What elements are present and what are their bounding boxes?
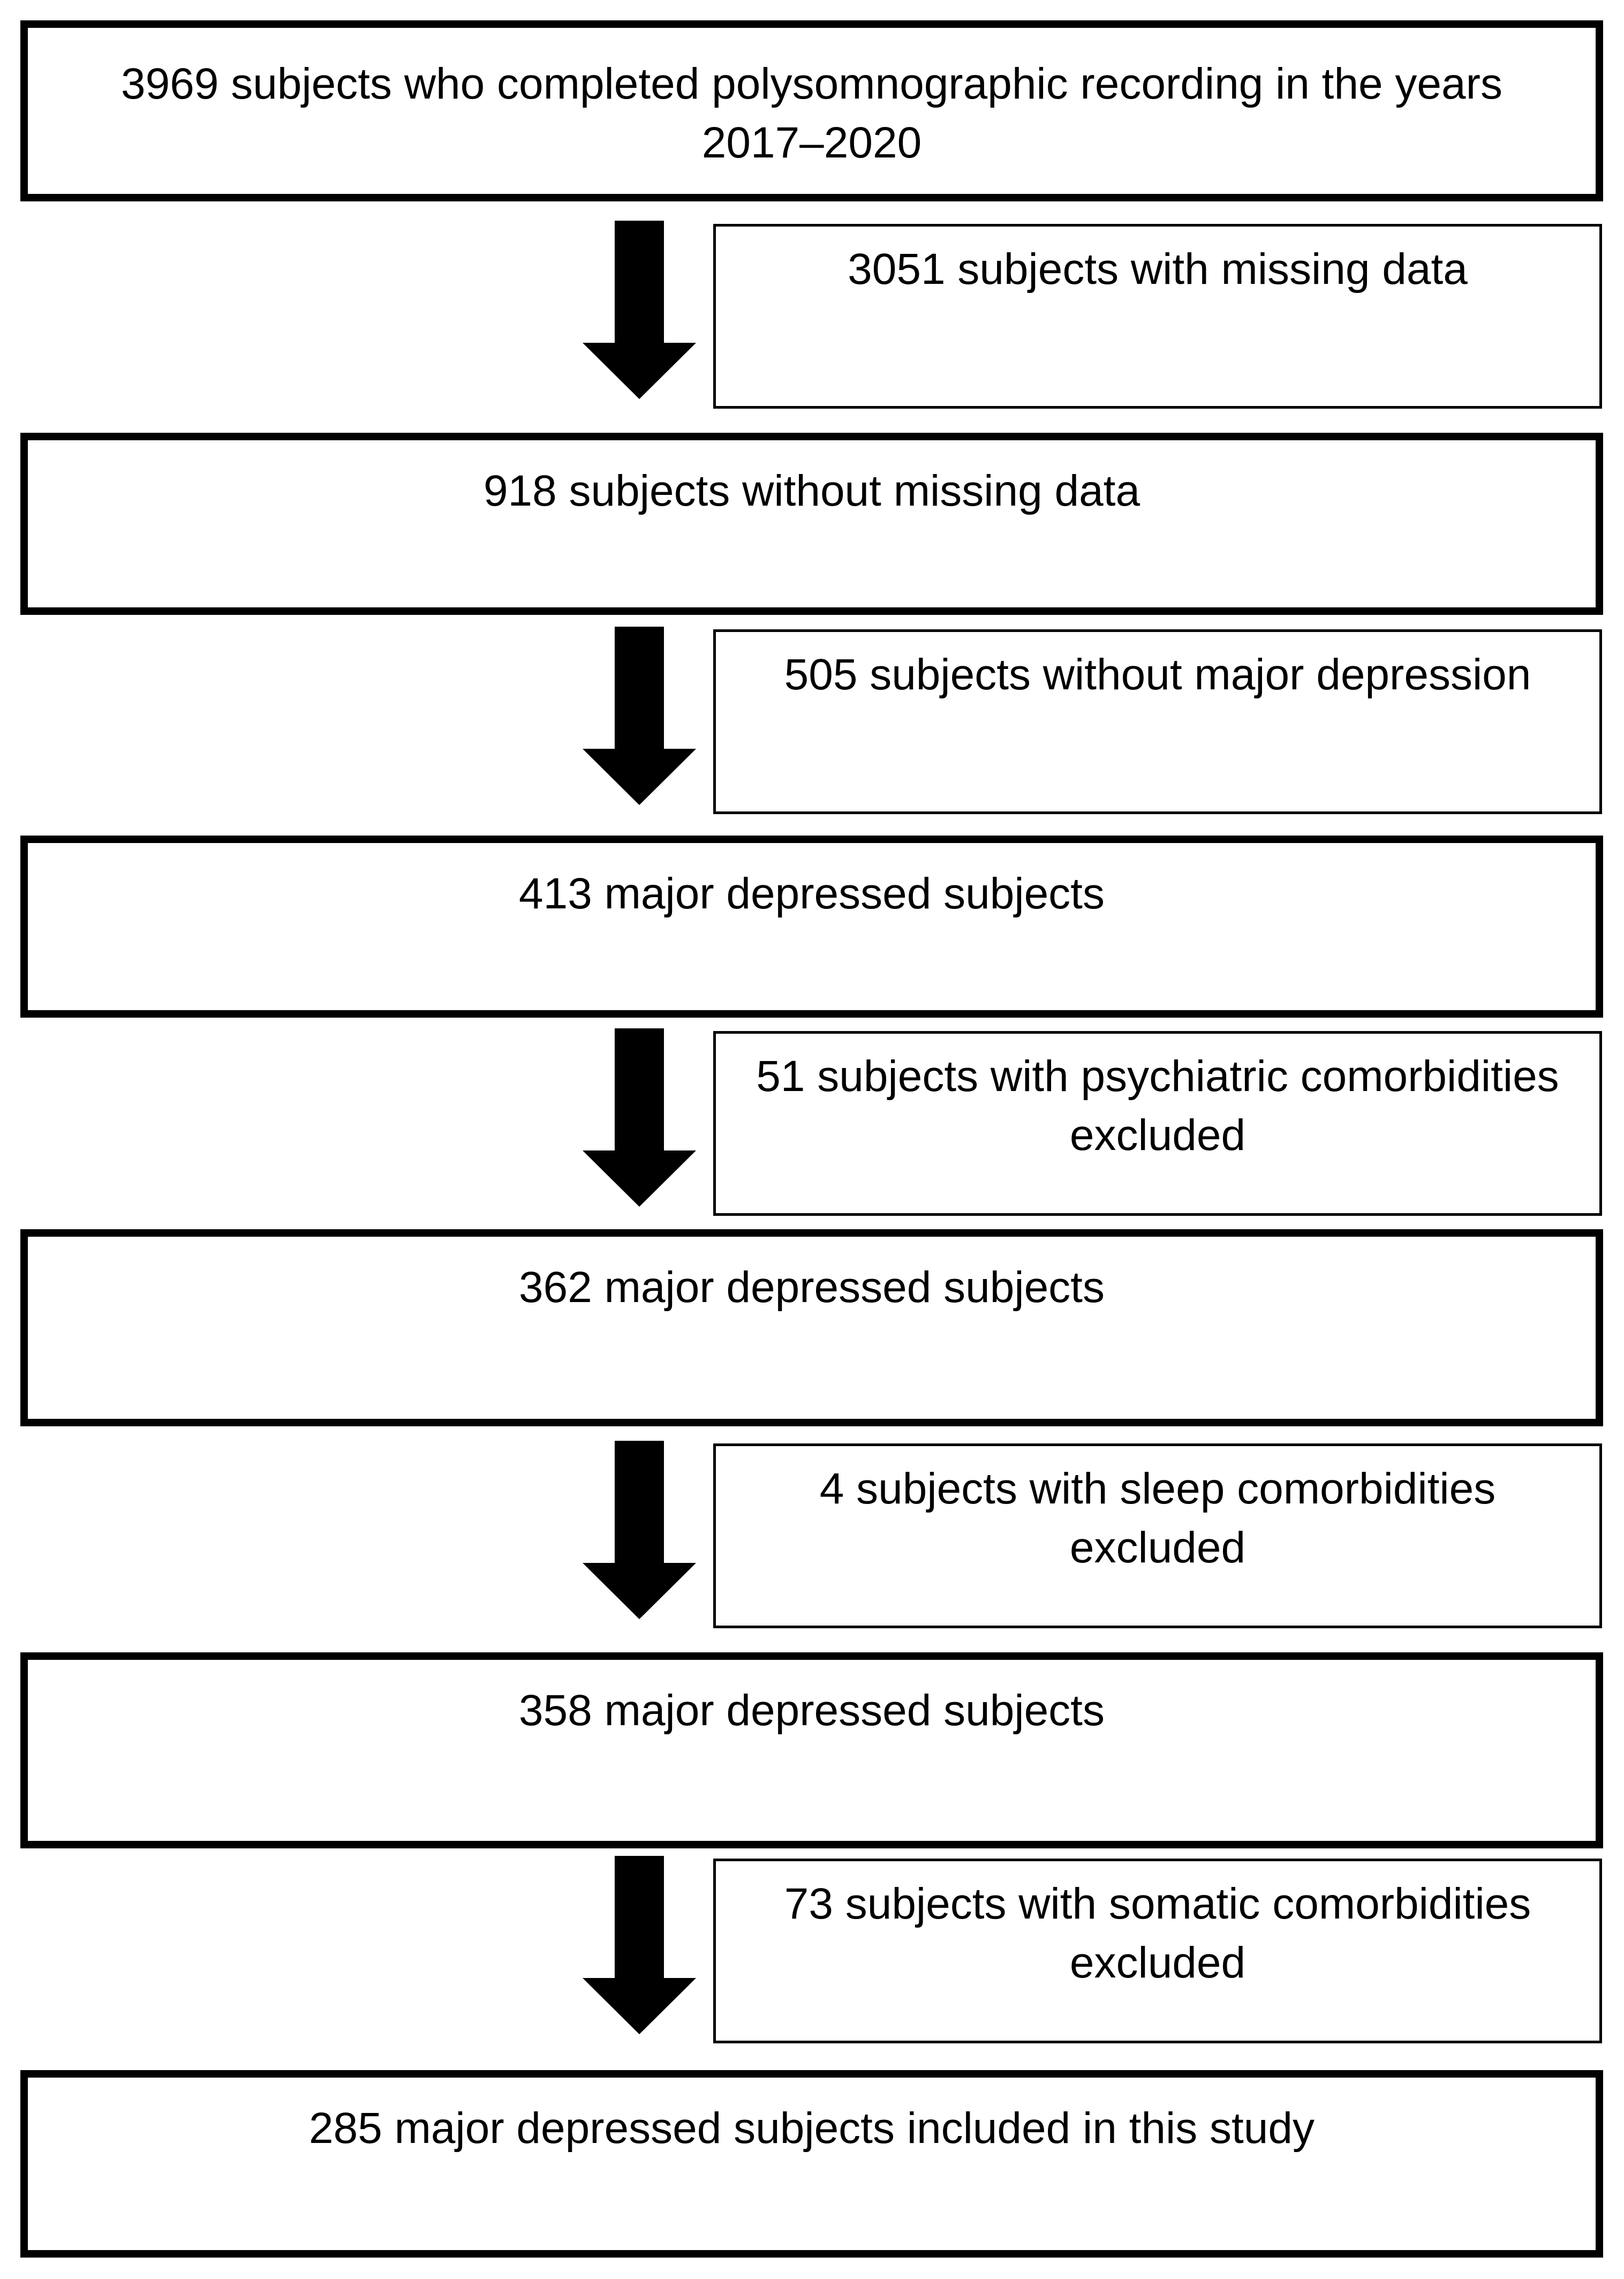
stage-text: 918 subjects without missing data	[483, 467, 1140, 515]
exclusion-text: 73 subjects with somatic comorbidities e…	[784, 1879, 1531, 1987]
stage-text: 362 major depressed subjects	[519, 1263, 1105, 1312]
flow-arrow	[583, 1856, 696, 2034]
stage-box-depressed-362: 362 major depressed subjects	[20, 1229, 1603, 1426]
stage-text: 358 major depressed subjects	[519, 1686, 1105, 1735]
exclusion-box-psychiatric: 51 subjects with psychiatric comorbiditi…	[713, 1031, 1602, 1216]
flow-arrow	[583, 221, 696, 399]
exclusion-text: 505 subjects without major depression	[784, 650, 1531, 699]
flow-arrow	[583, 627, 696, 805]
exclusion-box-no-depression: 505 subjects without major depression	[713, 629, 1602, 814]
stage-text: 413 major depressed subjects	[519, 869, 1105, 918]
stage-box-depressed-413: 413 major depressed subjects	[20, 836, 1603, 1018]
exclusion-box-missing-data: 3051 subjects with missing data	[713, 224, 1602, 409]
flow-arrow	[583, 1028, 696, 1207]
stage-box-complete-data: 918 subjects without missing data	[20, 433, 1603, 615]
exclusion-text: 4 subjects with sleep comorbidities excl…	[819, 1464, 1496, 1572]
stage-text: 3969 subjects who completed polysomnogra…	[121, 59, 1502, 167]
exclusion-box-somatic: 73 subjects with somatic comorbidities e…	[713, 1859, 1602, 2043]
exclusion-text: 51 subjects with psychiatric comorbiditi…	[756, 1052, 1559, 1160]
flow-arrow	[583, 1441, 696, 1619]
exclusion-text: 3051 subjects with missing data	[848, 245, 1468, 294]
stage-box-depressed-358: 358 major depressed subjects	[20, 1652, 1603, 1848]
exclusion-box-sleep: 4 subjects with sleep comorbidities excl…	[713, 1443, 1602, 1628]
stage-text: 285 major depressed subjects included in…	[309, 2104, 1315, 2153]
stage-box-initial: 3969 subjects who completed polysomnogra…	[20, 20, 1603, 201]
stage-box-final-285: 285 major depressed subjects included in…	[20, 2070, 1603, 2258]
